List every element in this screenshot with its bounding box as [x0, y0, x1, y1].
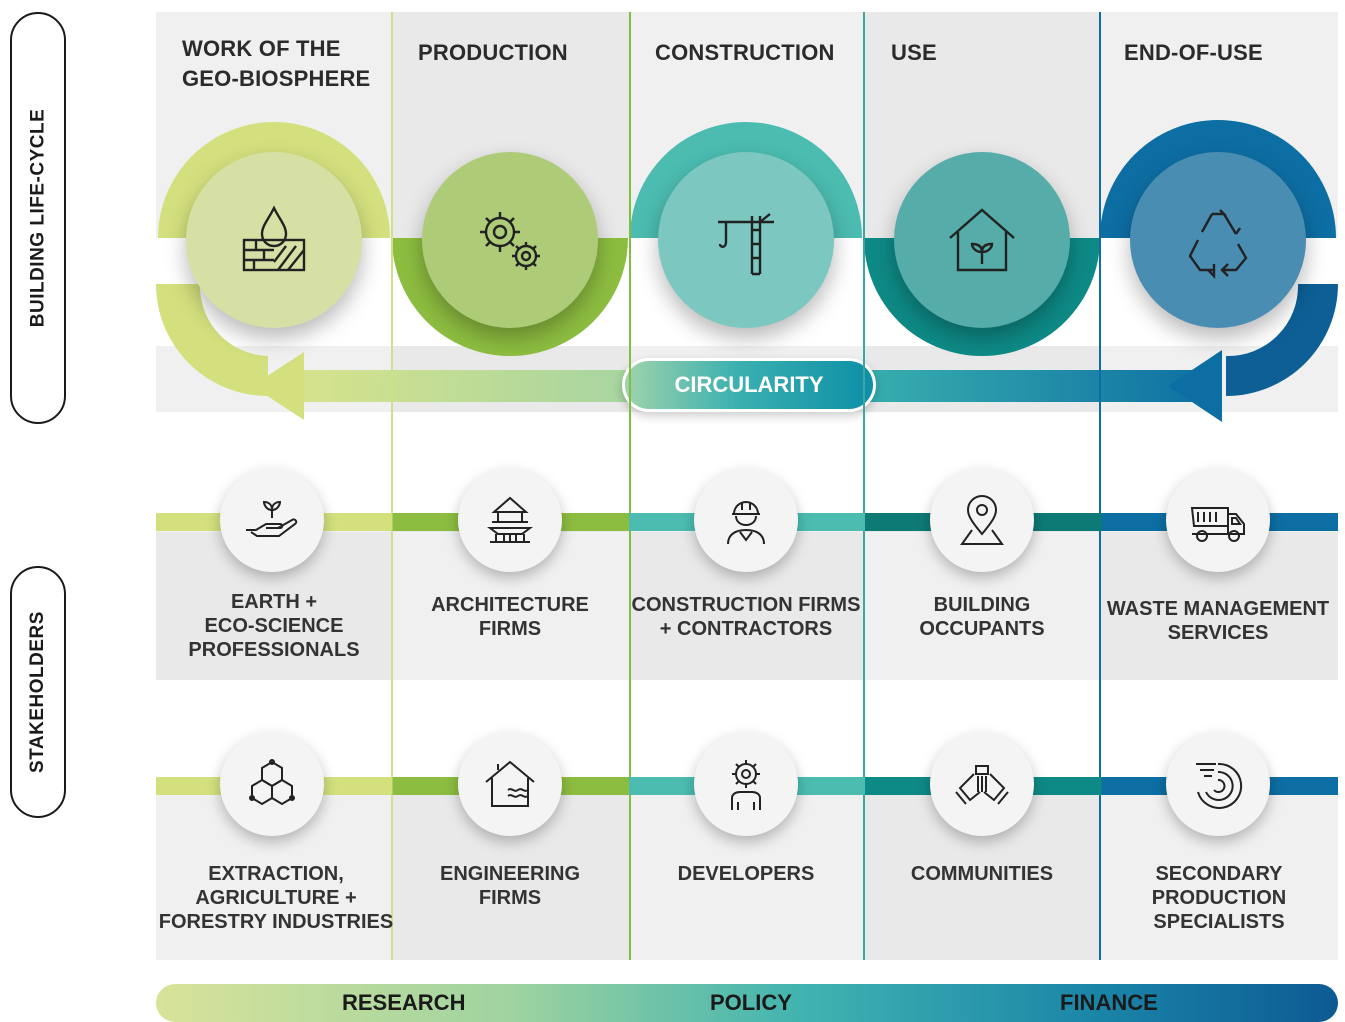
- stakeholder-icon-circle: [220, 468, 324, 572]
- stakeholder-label: COMMUNITIES: [910, 863, 1054, 885]
- stakeholder-label: BUILDING OCCUPANTS: [919, 594, 1045, 640]
- stakeholder-icon-circle: [1166, 468, 1270, 572]
- hand-sprout-icon: [246, 500, 298, 537]
- stakeholder-icon-circle: [694, 468, 798, 572]
- stakeholders-label: STAKEHOLDERS: [10, 566, 66, 818]
- house-plant-icon: [949, 208, 1015, 272]
- stage-title-construction: CONSTRUCTION: [655, 40, 835, 65]
- divider-3b: [863, 12, 865, 960]
- soil-water-drop-icon: [242, 205, 306, 272]
- stakeholder-icon-circle: [930, 468, 1034, 572]
- stage-title-use: USE: [891, 40, 937, 65]
- bottom-bar-research: RESEARCH: [342, 990, 466, 1015]
- stakeholder-label: EARTH + ECO-SCIENCE PROFESSIONALS: [188, 591, 360, 661]
- divider-1b: [391, 12, 393, 960]
- stage-circle-use: [894, 152, 1070, 328]
- stage-title-geo: WORK OF THE GEO-BIOSPHERE: [182, 36, 371, 91]
- building-life-cycle-label: BUILDING LIFE-CYCLE: [10, 12, 66, 424]
- stage-circle-construction: [658, 152, 834, 328]
- stakeholder-icon-circle: [1166, 732, 1270, 836]
- stakeholder-label: ENGINEERING FIRMS: [439, 863, 581, 909]
- stakeholder-label: CONSTRUCTION FIRMS + CONTRACTORS: [631, 594, 861, 640]
- stakeholder-label: SECONDARY PRODUCTION SPECIALISTS: [1151, 863, 1287, 933]
- stage-circle-end: [1130, 152, 1306, 328]
- divider-2b: [629, 12, 631, 960]
- stakeholder-icon-circle: [220, 732, 324, 836]
- building-pagoda-icon: [487, 496, 533, 543]
- stage-title-end: END-OF-USE: [1124, 40, 1263, 65]
- speed-spiral-icon: [1196, 762, 1243, 809]
- stakeholder-icon-circle: [458, 732, 562, 836]
- stage-title-production: PRODUCTION: [418, 40, 568, 65]
- stakeholder-label: WASTE MANAGEMENT SERVICES: [1106, 598, 1330, 644]
- gears-icon: [480, 212, 540, 270]
- circularity-label: CIRCULARITY: [622, 358, 876, 412]
- molecule-icon: [249, 759, 295, 806]
- stage-circle-production: [422, 152, 598, 328]
- stakeholder-label: EXTRACTION, AGRICULTURE + FORESTRY INDUS…: [158, 863, 394, 933]
- stakeholder-label: ARCHITECTURE FIRMS: [431, 594, 589, 640]
- stakeholder-label: DEVELOPERS: [677, 863, 815, 885]
- divider-4b: [1099, 12, 1101, 960]
- bottom-bar-policy: POLICY: [710, 990, 792, 1015]
- worker-hardhat-icon: [727, 501, 765, 545]
- hands-together-icon: [955, 765, 1009, 805]
- stakeholder-icon-circle: [930, 732, 1034, 836]
- stage-circle-geo: [186, 152, 362, 328]
- house-water-icon: [485, 760, 535, 807]
- location-pin-icon: [960, 495, 1004, 545]
- person-gear-icon: [731, 760, 761, 810]
- dump-truck-icon: [1190, 507, 1245, 542]
- bottom-bar: [156, 984, 1338, 1022]
- stakeholder-icon-circle: [694, 732, 798, 836]
- bottom-bar-finance: FINANCE: [1060, 990, 1158, 1015]
- stakeholder-icon-circle: [458, 468, 562, 572]
- recycle-icon: [1188, 209, 1248, 279]
- crane-icon: [718, 213, 774, 276]
